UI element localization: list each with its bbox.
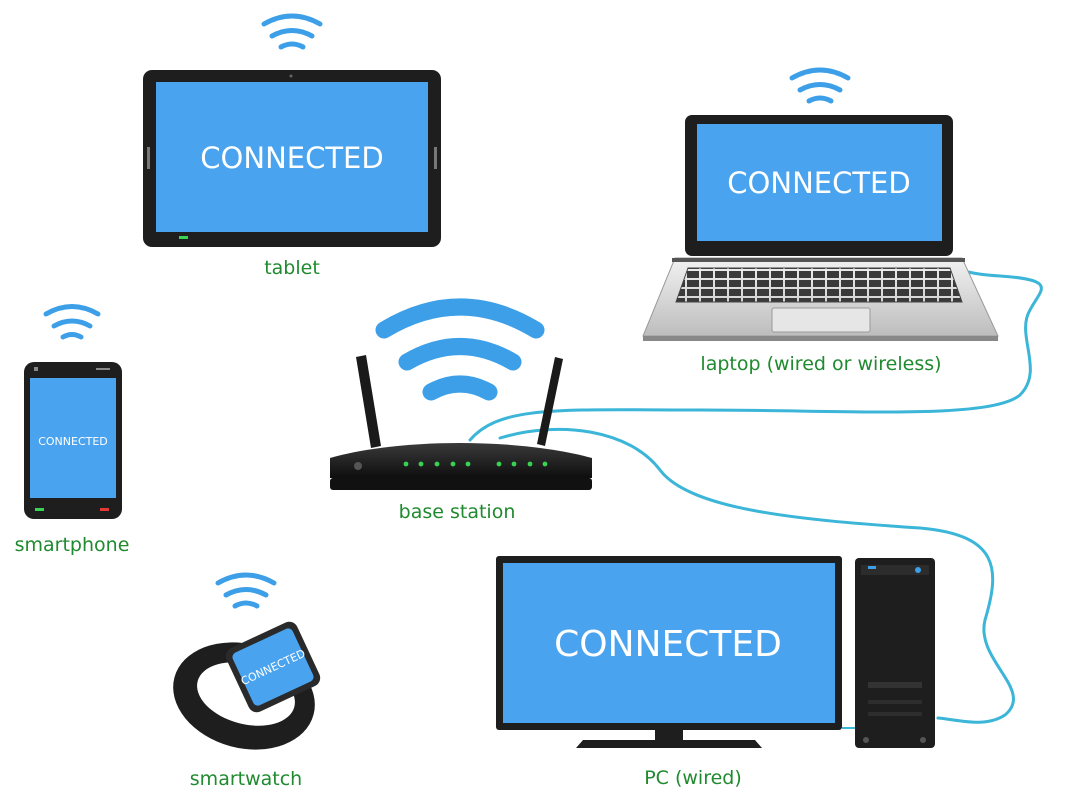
antenna-icon	[356, 355, 381, 448]
pc-label: PC (wired)	[644, 767, 742, 789]
wifi-icon	[789, 67, 851, 104]
smartphone-screen-text: CONNECTED	[38, 435, 108, 448]
wifi-icon	[375, 298, 545, 401]
pc-screen-text: CONNECTED	[554, 624, 782, 665]
end-call-button-icon	[100, 508, 109, 511]
cable-router-pc	[498, 427, 1015, 724]
tablet-label: tablet	[264, 257, 320, 279]
smartphone-device: CONNECTED smartphone	[15, 304, 130, 556]
cable-router-laptop	[468, 268, 1043, 442]
laptop-device: CONNECTED laptop (wired or wireless)	[642, 67, 999, 375]
status-led-icon	[403, 461, 548, 467]
smartwatch-device: CONNECTED smartwatch	[173, 572, 321, 790]
keyboard	[675, 267, 963, 303]
laptop-label: laptop (wired or wireless)	[700, 353, 941, 375]
antenna-icon	[537, 357, 563, 446]
status-led-icon	[179, 236, 188, 239]
tablet-screen-text: CONNECTED	[200, 141, 383, 175]
call-button-icon	[35, 508, 44, 511]
wifi-icon	[261, 13, 323, 50]
base-station-label: base station	[399, 501, 516, 523]
smartwatch-label: smartwatch	[190, 768, 302, 790]
wifi-icon	[215, 572, 277, 609]
smartphone-label: smartphone	[15, 534, 130, 556]
laptop-screen-text: CONNECTED	[727, 166, 910, 200]
network-cables	[468, 268, 1043, 724]
base-station-device: base station	[330, 298, 592, 523]
tablet-device: CONNECTED tablet	[143, 13, 441, 279]
computer-tower	[855, 558, 935, 748]
pc-device: CONNECTED PC (wired)	[496, 556, 935, 789]
wifi-icon	[43, 304, 101, 340]
touchpad	[771, 307, 871, 333]
